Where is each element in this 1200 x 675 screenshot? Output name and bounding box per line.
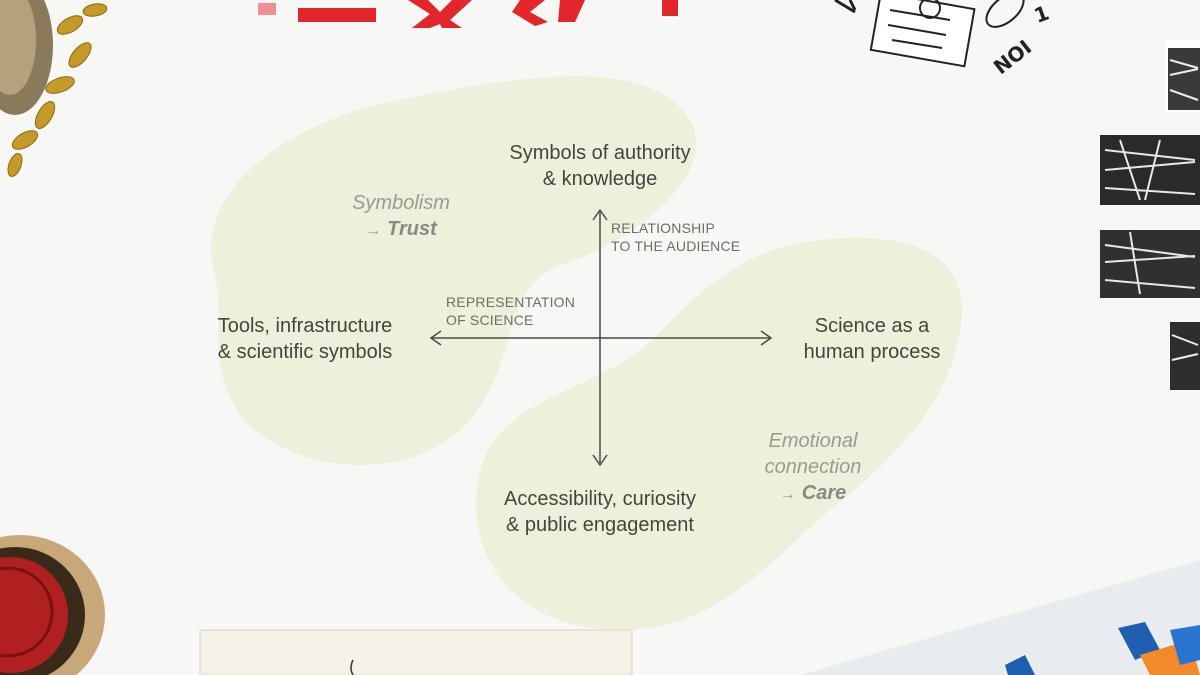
right-arrow-head bbox=[760, 330, 773, 346]
bottom-label: Accessibility, curiosity & public engage… bbox=[490, 486, 710, 538]
top-label-line-1: Symbols of authority bbox=[509, 142, 691, 164]
engraving-strips bbox=[1100, 40, 1200, 390]
bottom-label-line-1: Accessibility, curiosity bbox=[504, 488, 696, 510]
horizontal-axis-label-line-2: OF SCIENCE bbox=[446, 312, 534, 328]
vertical-axis-label: RELATIONSHIP TO THE AUDIENCE bbox=[611, 219, 740, 255]
right-arrow-icon: → bbox=[365, 222, 382, 239]
horizontal-axis-label-line-1: REPRESENTATION bbox=[446, 294, 576, 310]
symbolism-text: Symbolism bbox=[352, 192, 450, 214]
left-label-line-1: Tools, infrastructure bbox=[217, 315, 393, 337]
connection-text: connection bbox=[764, 456, 862, 478]
right-arrow-icon: → bbox=[779, 486, 796, 503]
top-label-line-2: & knowledge bbox=[542, 168, 658, 190]
paper-sheet bbox=[199, 629, 633, 675]
red-letter-marks bbox=[258, 0, 678, 28]
right-label: Science as a human process bbox=[792, 313, 952, 365]
blue-graphic bbox=[800, 560, 1200, 675]
care-text: Care bbox=[801, 482, 847, 504]
wax-seal bbox=[0, 535, 105, 675]
emotional-connection-note: Emotional connection → Care bbox=[748, 428, 878, 508]
lower-right-blob bbox=[476, 237, 962, 630]
upper-left-blob bbox=[211, 76, 697, 465]
trust-line: → Trust bbox=[336, 216, 466, 244]
symbolism-note: Symbolism → Trust bbox=[336, 190, 466, 244]
top-label: Symbols of authority & knowledge bbox=[500, 140, 700, 192]
left-arrow-head bbox=[429, 330, 442, 346]
emotional-text: Emotional bbox=[768, 430, 858, 452]
left-label-line-2: & scientific symbols bbox=[217, 341, 393, 363]
laurel-ornament bbox=[0, 0, 108, 177]
right-label-line-1: Science as a bbox=[814, 315, 930, 337]
care-line: → Care bbox=[748, 480, 878, 508]
svg-text:1: 1 bbox=[1031, 1, 1052, 28]
vertical-axis-label-line-1: RELATIONSHIP bbox=[611, 220, 716, 236]
vertical-axis-label-line-2: TO THE AUDIENCE bbox=[611, 238, 741, 254]
stamp-lettering: NOI 1 bbox=[989, 1, 1052, 80]
sketch-stamp bbox=[834, 0, 1025, 68]
down-arrow-head bbox=[592, 454, 608, 467]
horizontal-axis-label: REPRESENTATION OF SCIENCE bbox=[446, 293, 575, 329]
right-label-line-2: human process bbox=[803, 341, 941, 363]
axes bbox=[429, 208, 773, 467]
trust-text: Trust bbox=[387, 218, 437, 240]
up-arrow-head bbox=[592, 208, 608, 221]
svg-text:NOI: NOI bbox=[989, 35, 1036, 79]
bottom-label-line-2: & public engagement bbox=[506, 514, 694, 536]
left-label: Tools, infrastructure & scientific symbo… bbox=[205, 313, 405, 365]
